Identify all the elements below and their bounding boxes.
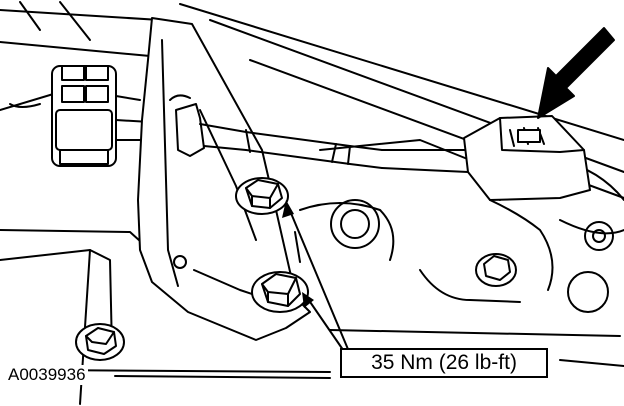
mounting-bracket (137, 17, 311, 341)
torque-spec-label: 35 Nm (26 lb-ft) (340, 348, 548, 378)
bracket-bolt-upper (235, 177, 289, 215)
figure-id-label: A0039936 (8, 365, 88, 385)
sensor-rod (169, 94, 471, 173)
other-fasteners (75, 199, 614, 361)
sensor-body (463, 115, 591, 291)
electrical-connector (9, 65, 151, 167)
bracket-bolt-lower (251, 271, 309, 313)
locator-arrow-icon (537, 27, 615, 119)
